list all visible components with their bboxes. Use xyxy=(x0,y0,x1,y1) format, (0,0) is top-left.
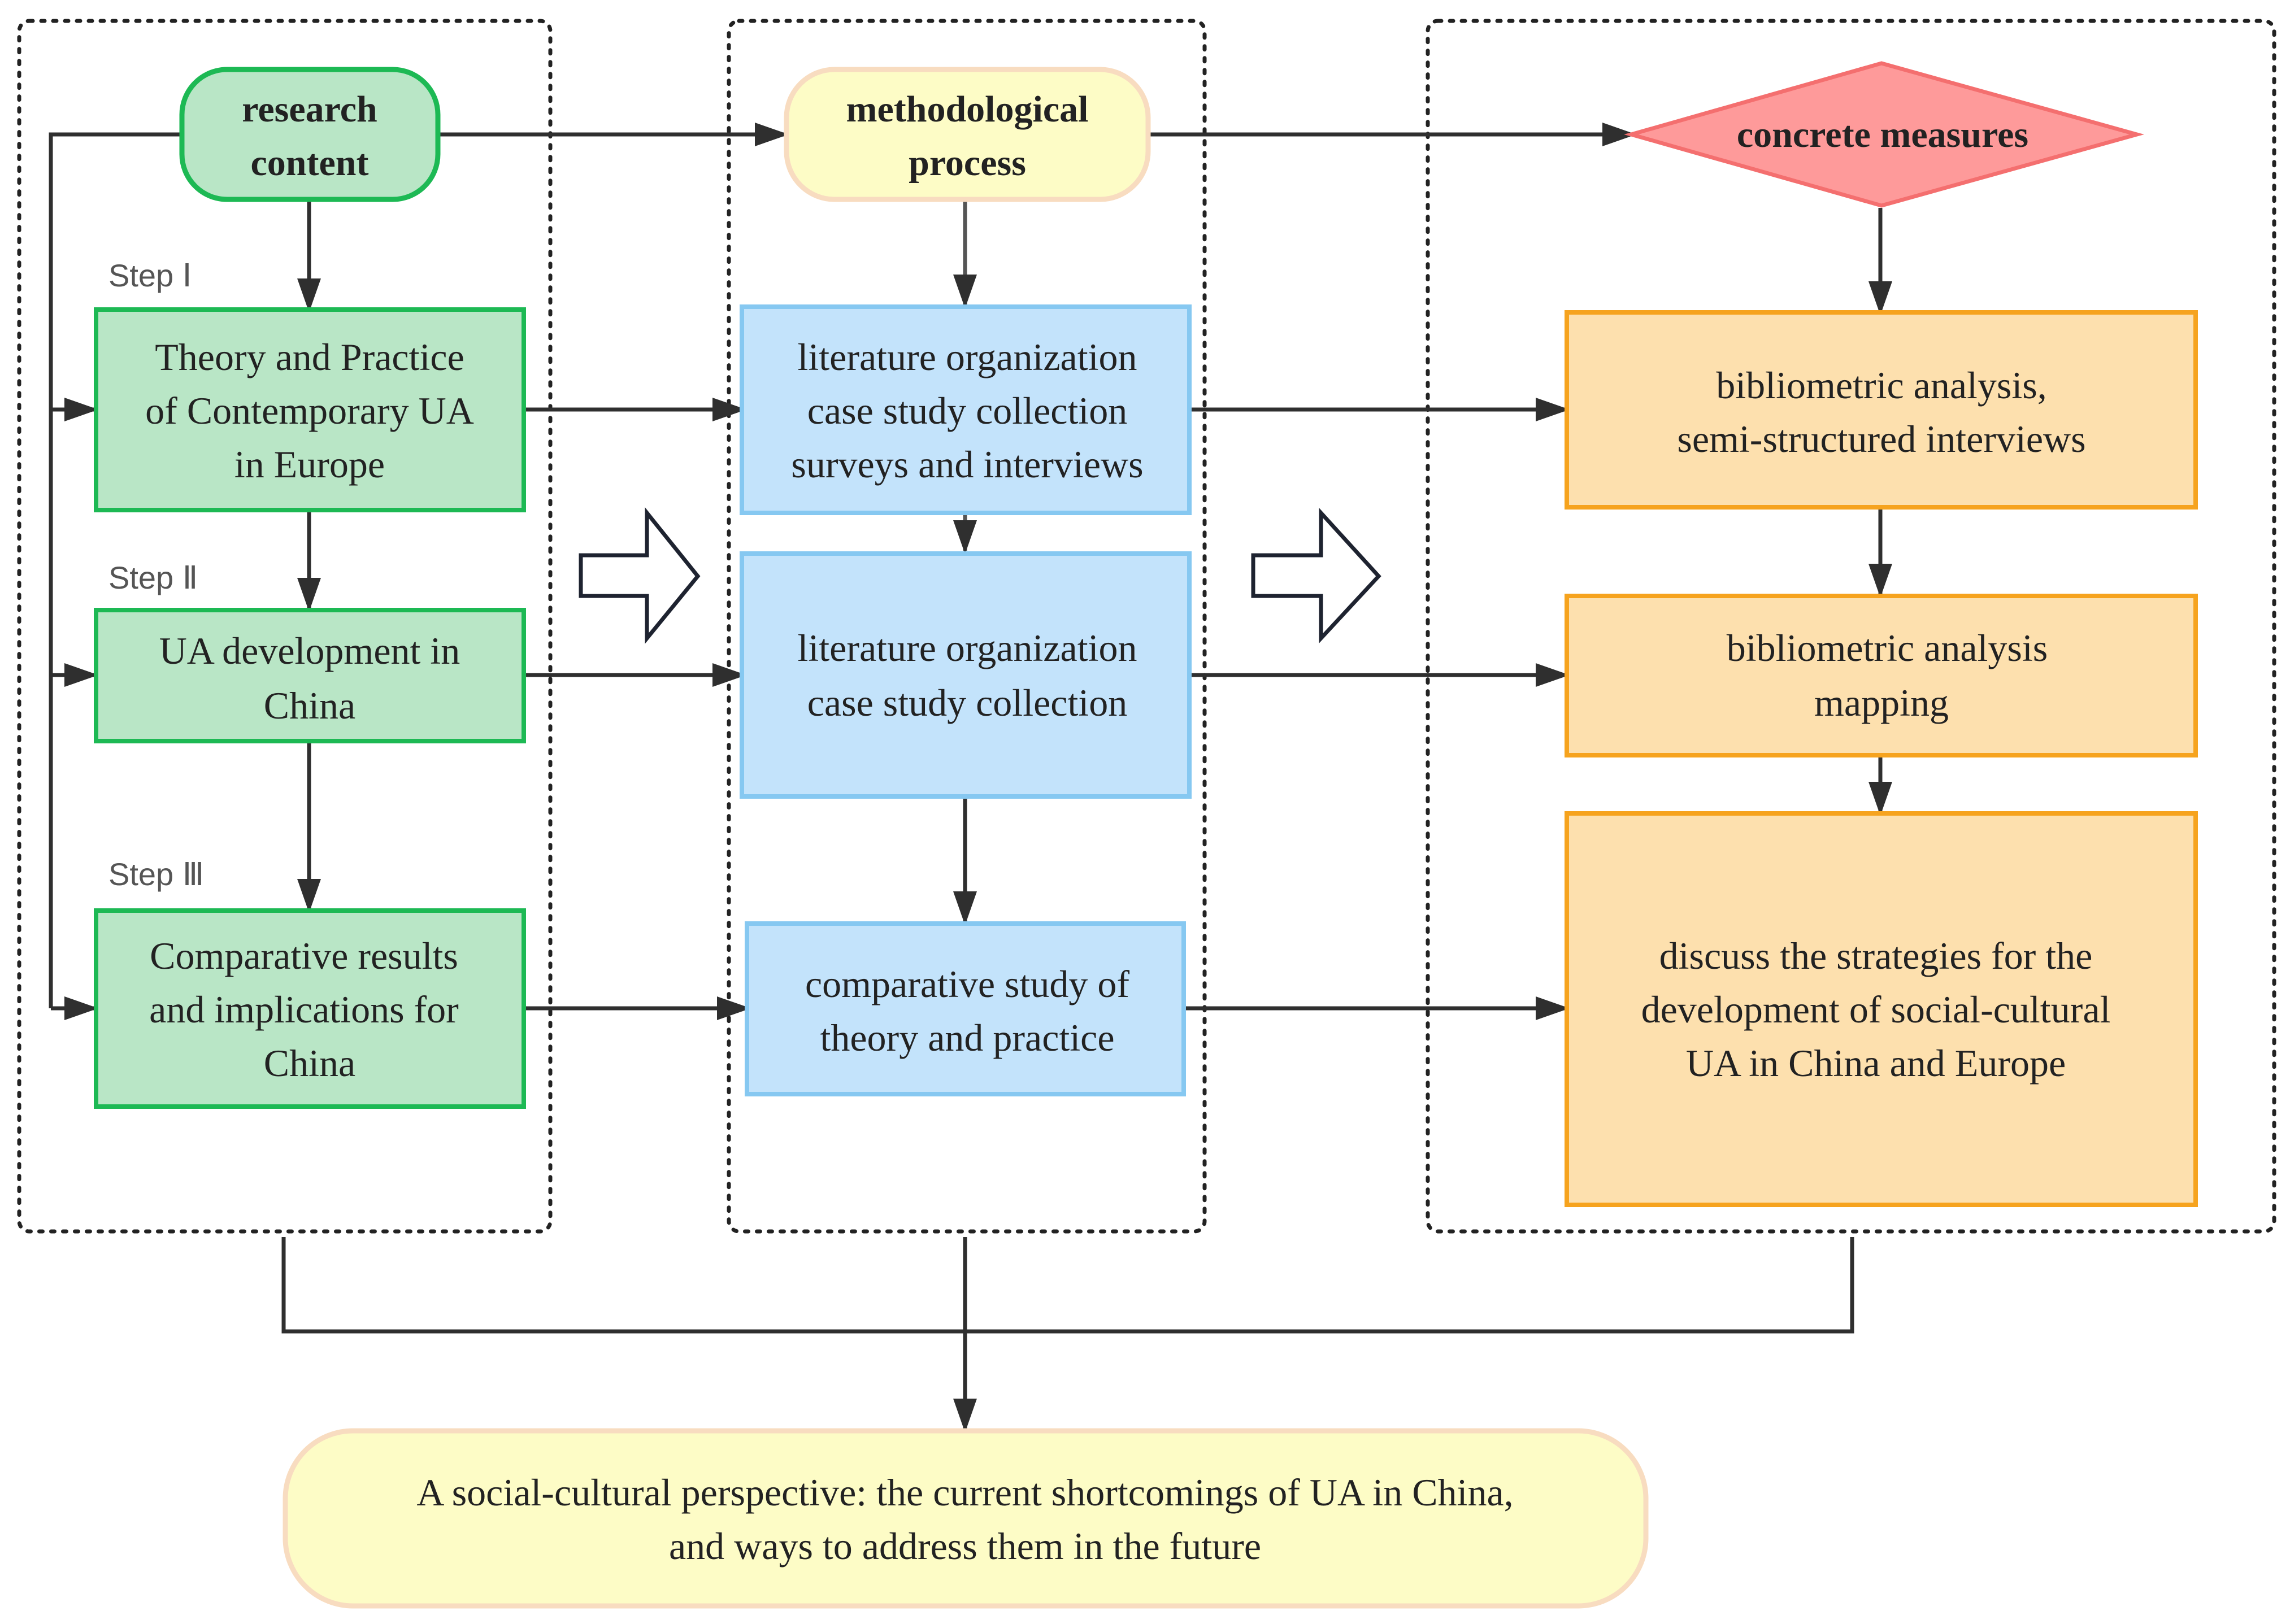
method-box-3-text: comparative study of xyxy=(805,963,1129,1005)
step-1-text: of Contemporary UA xyxy=(145,389,474,432)
research-content-label: research xyxy=(242,89,377,130)
research-content-label: content xyxy=(251,142,369,184)
methodological-process-node xyxy=(784,67,1151,202)
step-3-text: Comparative results xyxy=(150,934,458,977)
transition-arrow-left xyxy=(579,507,701,644)
transition-arrow-right xyxy=(1251,507,1381,643)
step-1-text: Theory and Practice xyxy=(155,336,464,378)
measure-box-1 xyxy=(1565,310,2198,510)
concrete-measures-column xyxy=(1426,19,2276,1234)
step-2-text: China xyxy=(264,684,355,727)
measure-box-3-text: discuss the strategies for the xyxy=(1659,934,2093,977)
methodological-process-label: methodological xyxy=(846,89,1089,130)
conclusion-node xyxy=(283,1428,1649,1609)
research-content-node xyxy=(179,67,441,202)
concrete-measures-diamond xyxy=(1624,61,2145,208)
measure-box-1-text: bibliometric analysis, xyxy=(1716,364,2046,407)
concrete-measures-label: concrete measures xyxy=(1737,114,2028,155)
bottom-collector-line xyxy=(281,1237,1854,1334)
method-box-2-text: case study collection xyxy=(807,681,1127,724)
measure-box-3-text: development of social-cultural xyxy=(1641,988,2111,1031)
method-box-3 xyxy=(745,921,1186,1096)
method-box-2 xyxy=(740,551,1192,799)
measure-box-1-text: semi-structured interviews xyxy=(1677,417,2085,460)
measure-box-3 xyxy=(1565,811,2198,1207)
method-box-2-text: literature organization xyxy=(797,626,1137,669)
connectors xyxy=(49,123,1892,1433)
step-1-label: Step Ⅰ xyxy=(108,258,192,293)
measure-box-2-text: bibliometric analysis xyxy=(1727,626,2048,669)
conclusion-text: and ways to address them in the future xyxy=(669,1525,1261,1568)
step-1-text: in Europe xyxy=(234,443,385,486)
step-3-text: and implications for xyxy=(149,988,459,1031)
step-3-text: China xyxy=(264,1042,355,1085)
step-2-label: Step Ⅱ xyxy=(108,560,198,595)
measure-box-2 xyxy=(1565,594,2198,757)
step-2-box xyxy=(94,608,526,743)
method-box-1-text: case study collection xyxy=(807,389,1127,432)
left-spine-line xyxy=(49,132,181,1008)
step-2-text: UA development in xyxy=(159,629,460,672)
step-3-label: Step Ⅲ xyxy=(108,856,204,892)
step-1-box xyxy=(94,307,526,512)
methodological-process-label: process xyxy=(909,142,1026,184)
step-3-box xyxy=(94,908,526,1109)
methodological-process-column xyxy=(727,19,1207,1234)
measure-box-2-text: mapping xyxy=(1814,681,1949,724)
method-box-1-text: literature organization xyxy=(797,336,1137,378)
measure-box-3-text: UA in China and Europe xyxy=(1686,1042,2066,1085)
method-box-3-text: theory and practice xyxy=(820,1016,1114,1059)
method-box-1 xyxy=(740,304,1192,515)
method-box-1-text: surveys and interviews xyxy=(791,443,1143,486)
conclusion-text: A social-cultural perspective: the curre… xyxy=(416,1471,1513,1514)
